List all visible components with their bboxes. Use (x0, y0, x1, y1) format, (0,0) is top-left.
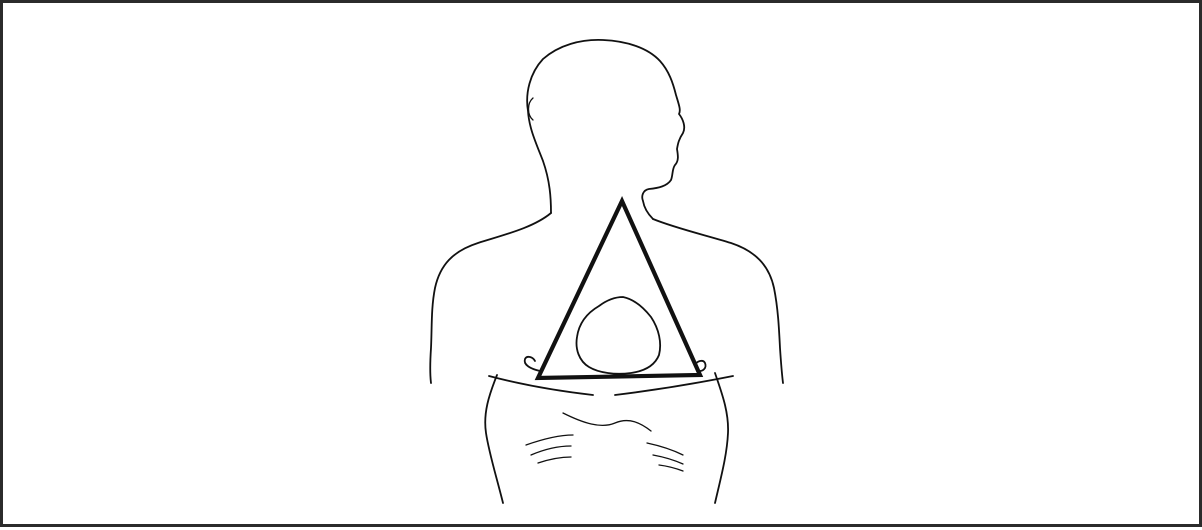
right-rib-fold-1 (647, 443, 683, 455)
left-rib-fold-3 (538, 457, 571, 463)
left-electrode-hook (525, 357, 540, 371)
heart-shape (577, 297, 661, 374)
torso-triangle-illustration (3, 3, 1202, 530)
left-torso-side (485, 375, 503, 503)
right-torso-side (715, 373, 728, 503)
right-rib-fold-2 (653, 455, 683, 464)
right-chest-curve (615, 376, 733, 395)
right-shoulder-outline (653, 219, 783, 383)
sternum-line (563, 413, 651, 431)
left-rib-fold-2 (531, 446, 571, 455)
left-rib-fold-1 (526, 435, 573, 445)
head-outline (527, 40, 684, 219)
right-rib-fold-3 (659, 465, 683, 471)
